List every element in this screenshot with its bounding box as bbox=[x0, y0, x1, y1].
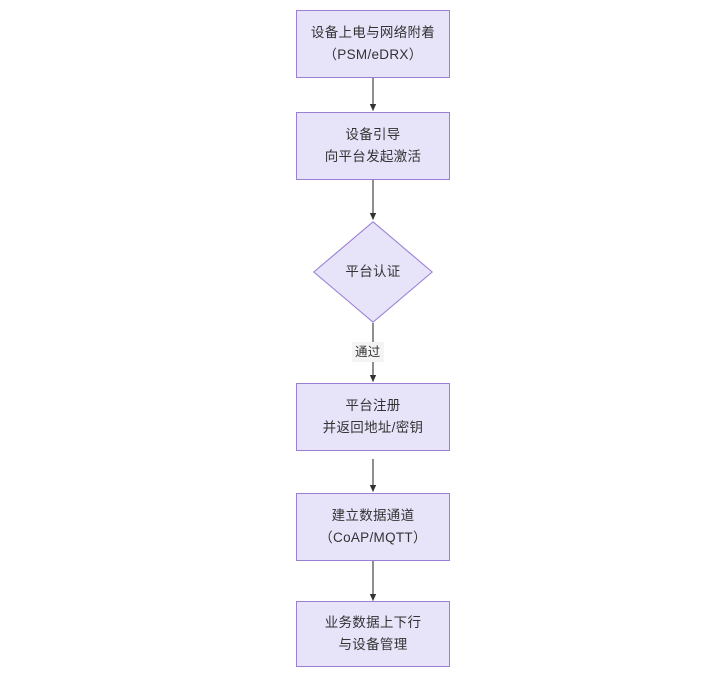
node-label-line1: 设备上电与网络附着 bbox=[310, 25, 436, 40]
node-business-data[interactable]: 业务数据上下行 与设备管理 bbox=[296, 601, 450, 667]
node-label-line1: 业务数据上下行 bbox=[324, 615, 422, 630]
node-label-line1: 建立数据通道 bbox=[331, 508, 415, 523]
node-platform-register[interactable]: 平台注册 并返回地址/密钥 bbox=[296, 383, 450, 451]
node-label-line2: 并返回地址/密钥 bbox=[322, 420, 424, 435]
edge-label-pass: 通过 bbox=[352, 342, 384, 362]
node-label-line1: 平台注册 bbox=[345, 398, 401, 413]
node-label-line2: 向平台发起激活 bbox=[324, 149, 422, 164]
node-label-line2: （CoAP/MQTT） bbox=[319, 530, 427, 545]
node-data-channel[interactable]: 建立数据通道 （CoAP/MQTT） bbox=[296, 493, 450, 561]
node-label-line2: 与设备管理 bbox=[338, 637, 408, 652]
node-device-power-on[interactable]: 设备上电与网络附着 （PSM/eDRX） bbox=[296, 10, 450, 78]
diamond-shape bbox=[313, 221, 433, 323]
node-platform-auth-decision[interactable]: 平台认证 bbox=[313, 221, 433, 323]
node-label-line1: 设备引导 bbox=[345, 127, 401, 142]
node-device-bootstrap[interactable]: 设备引导 向平台发起激活 bbox=[296, 112, 450, 180]
node-label-line2: （PSM/eDRX） bbox=[323, 47, 423, 62]
